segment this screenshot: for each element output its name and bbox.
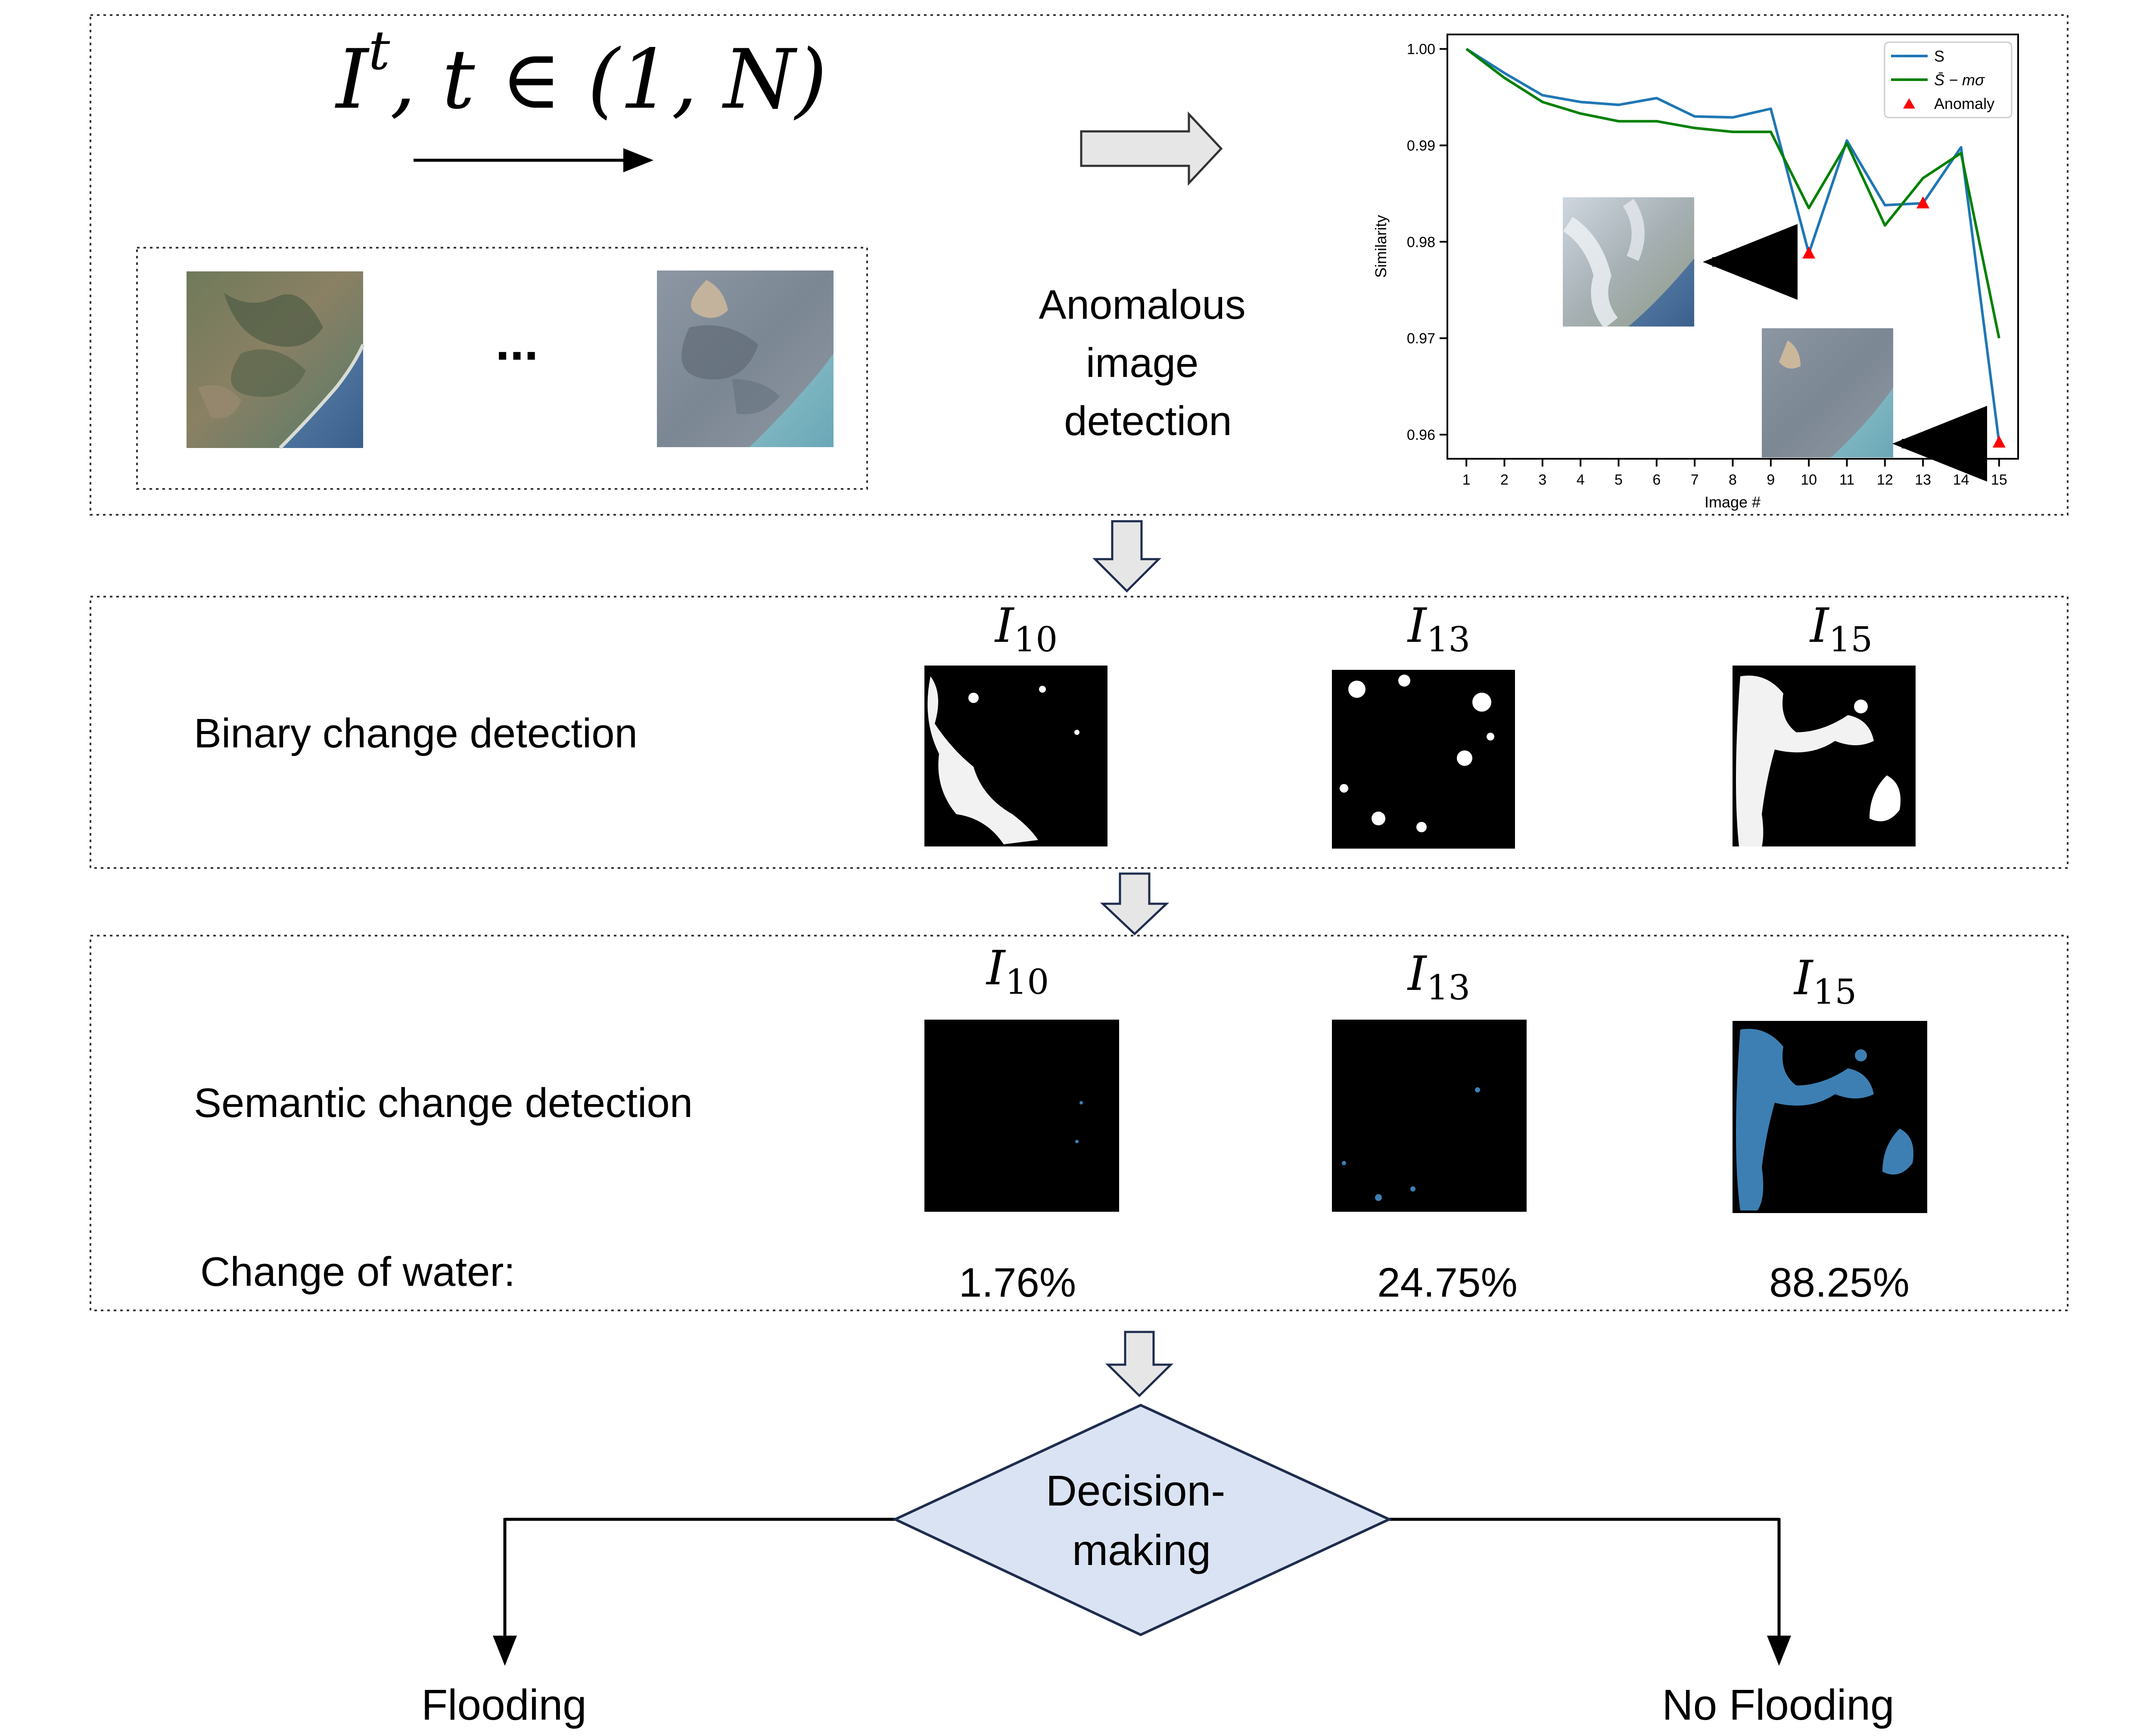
binary-mask-10 — [924, 666, 1107, 846]
semantic-mask-15 — [1733, 1021, 1927, 1213]
water-change-value-10: 1.76% — [959, 1260, 1076, 1306]
svg-text:I13: I13 — [1407, 946, 1470, 1008]
anomaly-step-label: Anomalous image detection — [1039, 282, 1257, 444]
chart-ytick-label: 0.98 — [1407, 234, 1435, 250]
down-arrow-2 — [1100, 872, 1170, 936]
anomaly-marker — [1992, 435, 2006, 448]
binary-title-15: I15 — [1809, 598, 1873, 660]
series-line-threshold — [1465, 48, 2000, 339]
outcome-no-flooding: No Flooding — [1662, 1681, 1894, 1729]
down-arrow-3 — [1105, 1331, 1174, 1397]
chart-xtick-label: 4 — [1577, 472, 1585, 488]
chart-xtick-label: 2 — [1500, 472, 1509, 488]
svg-text:I15: I15 — [1809, 598, 1873, 660]
inset-image-15 — [1762, 328, 1893, 457]
binary-label: Binary change detection — [194, 710, 638, 756]
satellite-image-first — [187, 271, 365, 449]
chart-xtick-label: 11 — [1839, 472, 1854, 488]
svg-text:I15: I15 — [1793, 950, 1857, 1012]
water-change-value-13: 24.75% — [1377, 1260, 1518, 1306]
chart-ytick-label: 0.96 — [1407, 427, 1435, 443]
chart-ytick-label: 0.99 — [1407, 137, 1435, 154]
chart-ytick-label: 0.97 — [1407, 330, 1435, 347]
chart-xtick-label: 10 — [1801, 472, 1817, 488]
chart-xtick-label: 1 — [1462, 472, 1471, 488]
image-sequence-frame — [136, 247, 868, 490]
anomaly-marker — [1916, 196, 1930, 208]
chart-ytick-label: 1.00 — [1407, 41, 1435, 58]
section-anomaly-frame — [90, 14, 2069, 516]
chart-xtick-label: 14 — [1953, 472, 1969, 488]
binary-title-13: I13 — [1407, 598, 1470, 660]
chart-xlabel: Image # — [1705, 493, 1761, 511]
down-arrow-1 — [1092, 520, 1162, 593]
semantic-label: Semantic change detection — [194, 1080, 693, 1126]
chart-xtick-label: 12 — [1877, 472, 1893, 488]
semantic-title-10: I10 — [986, 940, 1049, 1002]
water-change-value-15: 88.25% — [1769, 1260, 1910, 1306]
svg-text:I10: I10 — [994, 598, 1058, 660]
binary-mask-13 — [1332, 670, 1515, 849]
decision-label: Decision- making — [1046, 1467, 1238, 1574]
chart-ylabel: Similarity — [1372, 215, 1390, 278]
sequence-ellipsis: ... — [495, 313, 538, 371]
outcome-flooding: Flooding — [421, 1681, 587, 1729]
block-arrow-right — [1080, 111, 1223, 186]
chart-xtick-label: 6 — [1652, 472, 1661, 488]
binary-title-10: I10 — [994, 598, 1058, 660]
section-semantic-frame — [90, 935, 2069, 1311]
chart-legend: S S̄ − mσ Anomaly — [1884, 41, 2013, 118]
chart-xtick-label: 8 — [1729, 472, 1737, 488]
chart-xtick-label: 5 — [1614, 472, 1623, 488]
legend-label-s: S — [1934, 47, 1944, 65]
svg-text:I13: I13 — [1407, 598, 1470, 660]
series-line-s — [1465, 48, 2000, 443]
semantic-mask-13 — [1332, 1020, 1527, 1212]
legend-label-threshold: S̄ − mσ — [1934, 71, 1985, 89]
decision-diamond — [892, 1403, 1393, 1636]
chart-xtick-label: 7 — [1691, 472, 1699, 488]
section-binary-frame — [90, 596, 2069, 869]
binary-mask-15 — [1733, 666, 1916, 857]
legend-swatch-anomaly — [1903, 98, 1915, 109]
sequence-label: It, t ∈ (1, N) — [335, 19, 827, 127]
svg-text:I10: I10 — [986, 940, 1049, 1002]
anomaly-marker — [1802, 246, 1816, 259]
semantic-title-15: I15 — [1793, 950, 1857, 1012]
chart-xtick-label: 15 — [1991, 472, 2007, 488]
water-change-label: Change of water: — [200, 1249, 515, 1295]
legend-label-anomaly: Anomaly — [1934, 95, 1994, 112]
chart-xtick-label: 9 — [1767, 472, 1775, 488]
inset-image-10 — [1563, 197, 1694, 329]
semantic-mask-10 — [924, 1020, 1119, 1212]
satellite-image-last — [657, 271, 834, 447]
chart-xtick-label: 3 — [1538, 472, 1546, 488]
semantic-title-13: I13 — [1407, 946, 1470, 1008]
chart-xtick-label: 13 — [1915, 472, 1931, 488]
